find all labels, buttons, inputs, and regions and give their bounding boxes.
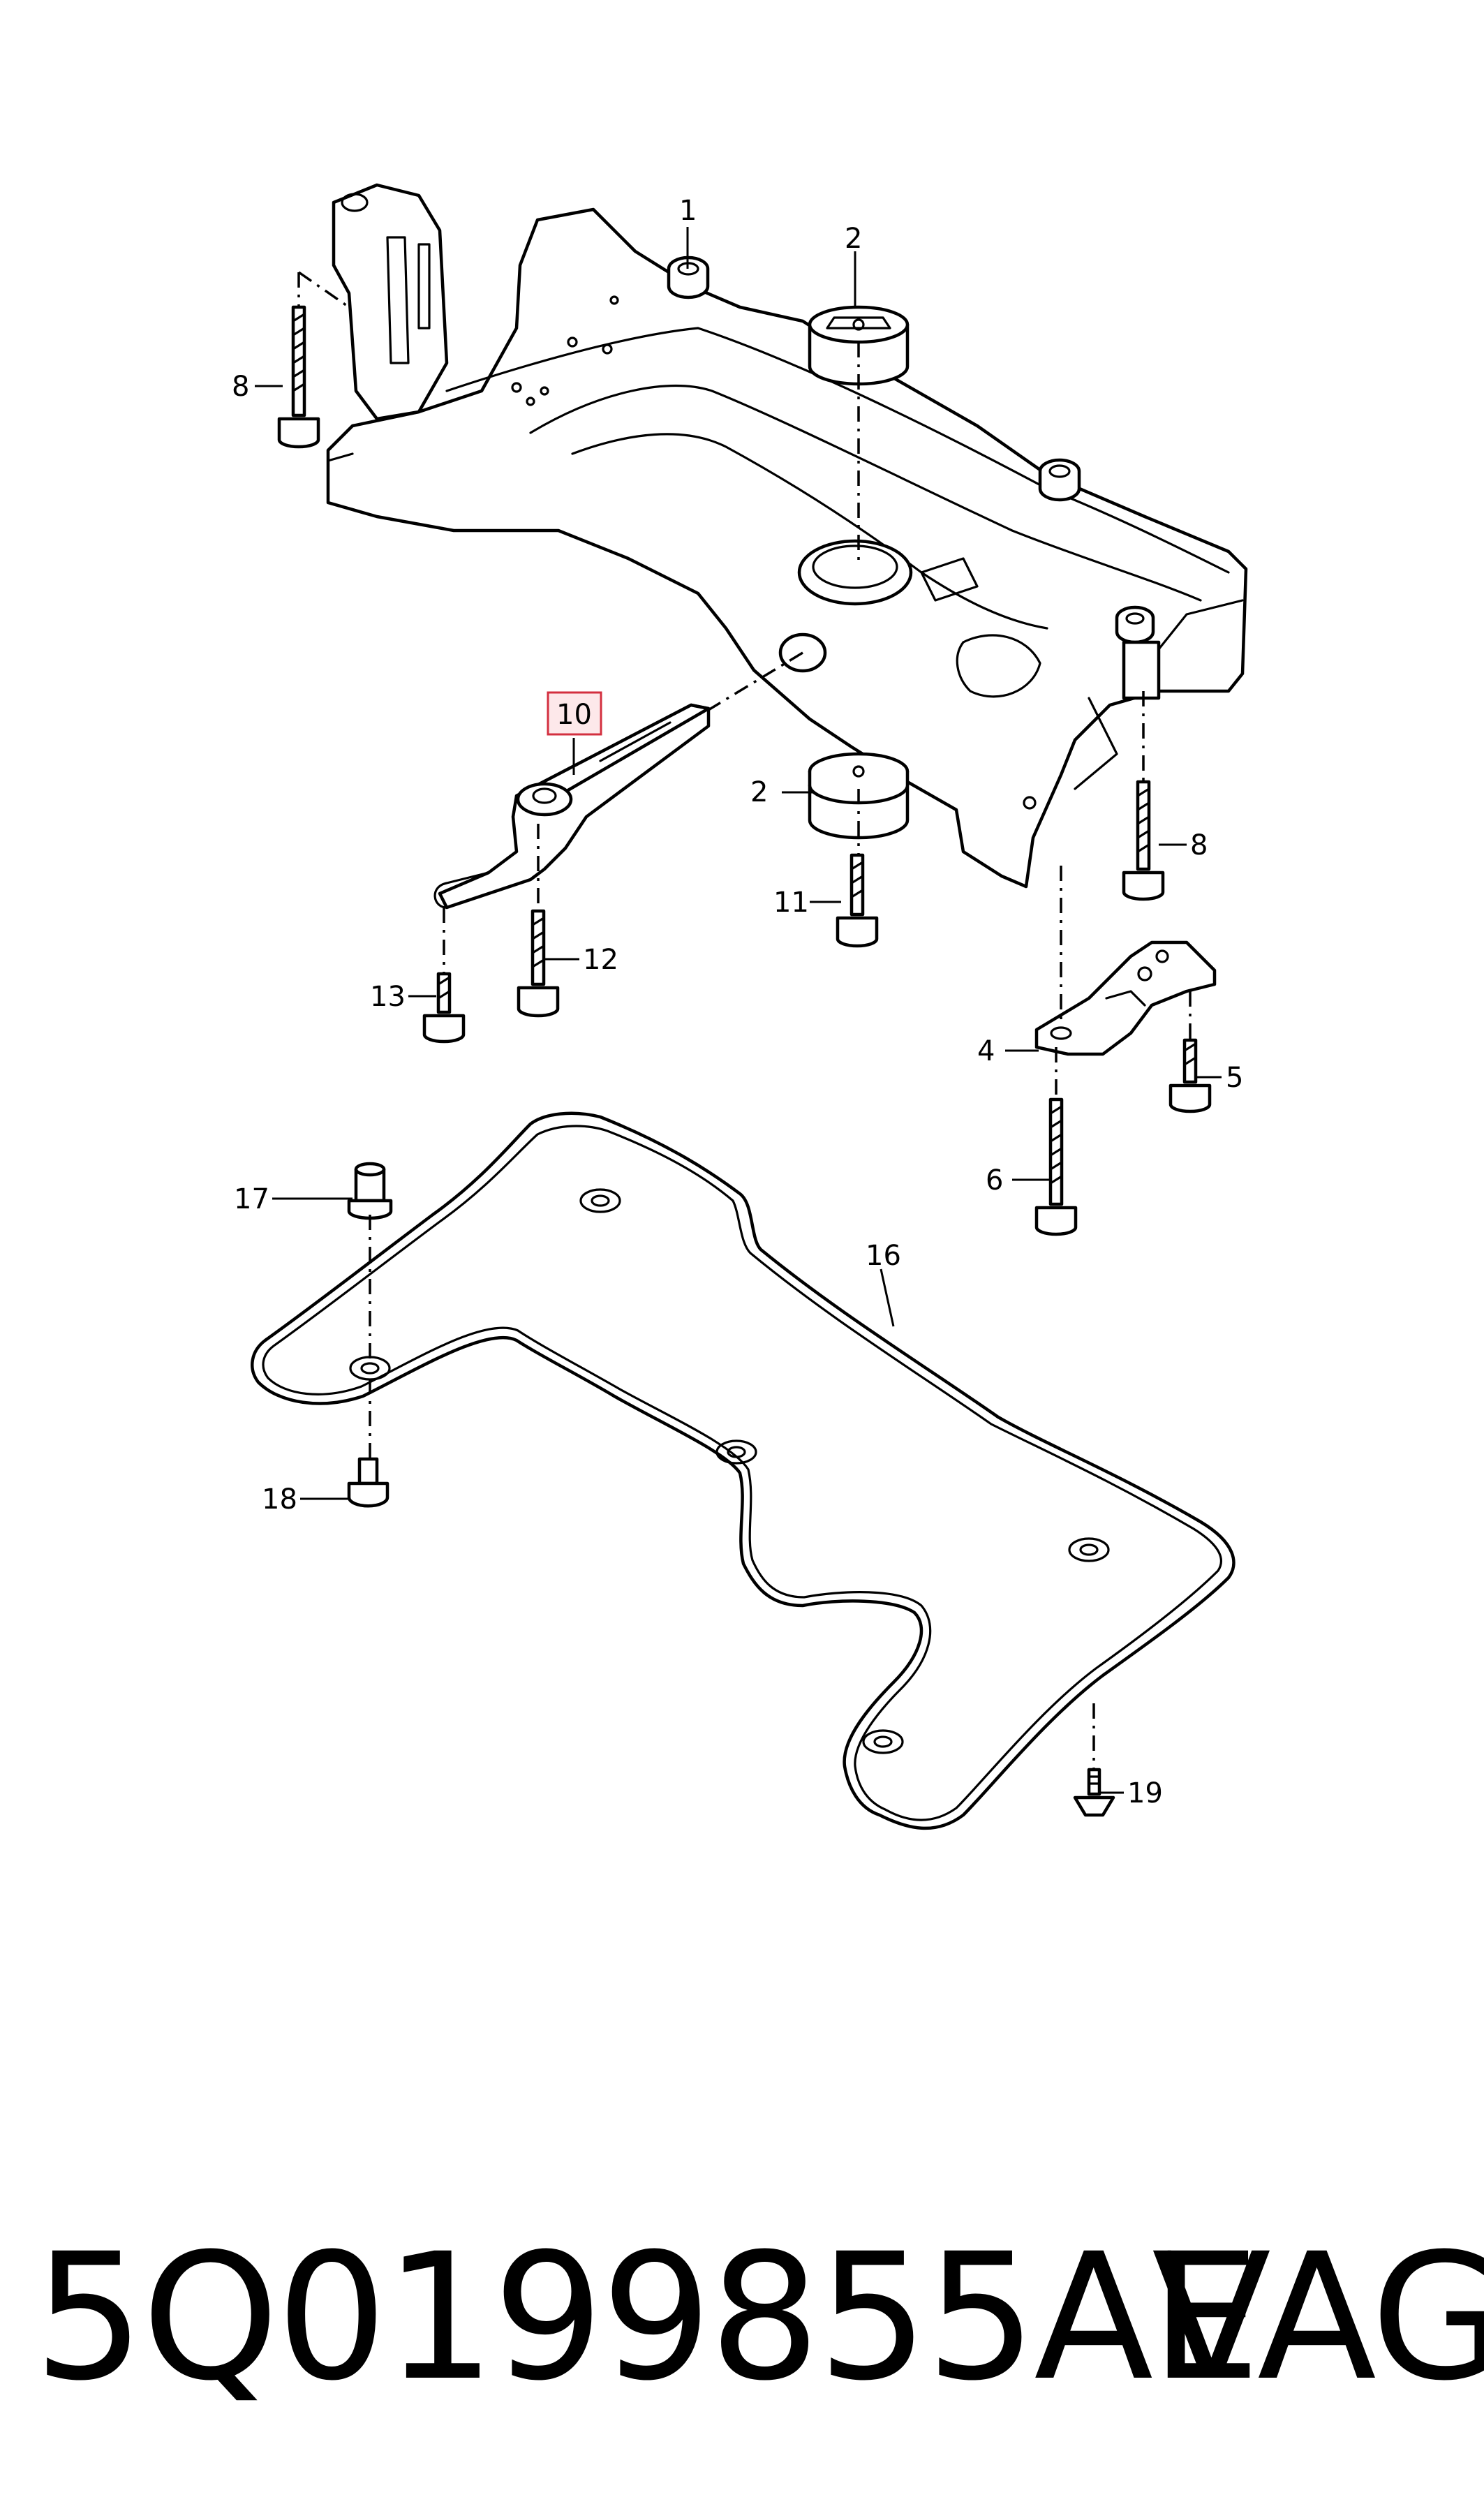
bolt-part-11 — [836, 853, 879, 948]
bushing-part-2-lower — [808, 752, 910, 840]
bolt-part-8-right — [1122, 780, 1165, 901]
bolt-part-5 — [1168, 1038, 1212, 1113]
callout-8-left: 8 — [232, 371, 249, 403]
bolt-part-13 — [422, 972, 466, 1044]
callout-11: 11 — [773, 887, 809, 919]
brand-name: VAG — [1152, 2216, 1484, 2419]
callout-12: 12 — [583, 944, 618, 976]
callout-6: 6 — [986, 1164, 1003, 1197]
callout-19: 19 — [1127, 1777, 1163, 1809]
callout-13: 13 — [370, 981, 406, 1013]
callout-labels: 1 2 2 8 8 10 11 12 13 4 5 6 16 17 18 19 — [232, 195, 1243, 1809]
torque-rod-part-10 — [433, 703, 711, 910]
callout-5: 5 — [1226, 1062, 1243, 1094]
callout-4: 4 — [977, 1035, 995, 1067]
footer: 5Q0199855AE VAG — [0, 2213, 1484, 2422]
bolt-part-12 — [517, 909, 560, 1018]
callout-2-lower: 2 — [750, 776, 768, 808]
fastener-part-18 — [347, 1457, 389, 1508]
assembly-lines — [297, 271, 1192, 1770]
clip-part-19 — [1073, 1768, 1115, 1817]
leader-lines — [255, 227, 1222, 1794]
callout-17: 17 — [234, 1183, 269, 1215]
bolt-part-8-left — [277, 305, 320, 449]
callout-2-upper: 2 — [845, 223, 862, 255]
callout-16: 16 — [866, 1240, 901, 1272]
callout-8-right: 8 — [1190, 829, 1208, 861]
callout-10-highlight — [547, 691, 602, 736]
underbody-panel-part-16 — [251, 1111, 1236, 1830]
bolt-part-6 — [1034, 1097, 1078, 1236]
callout-1: 1 — [679, 195, 697, 227]
part-number: 5Q0199855AE — [34, 2216, 1261, 2419]
nut-part-17 — [347, 1162, 393, 1220]
callout-18: 18 — [262, 1483, 297, 1516]
subframe-part-1 — [326, 183, 1248, 889]
callout-10: 10 — [556, 699, 592, 731]
bracket-part-4 — [1034, 940, 1217, 1056]
